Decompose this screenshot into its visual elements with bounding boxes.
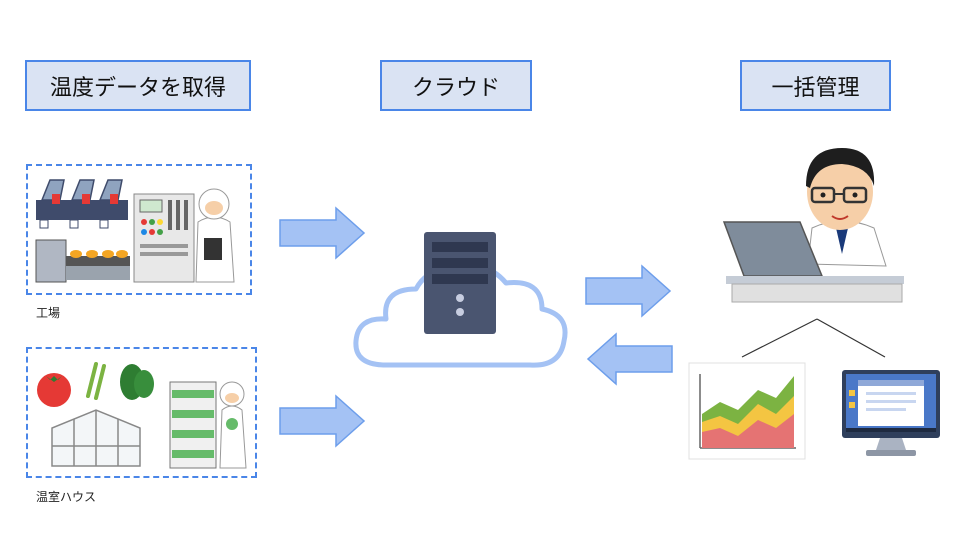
greenhouse-box bbox=[26, 347, 257, 478]
greenhouse-worker-icon bbox=[219, 381, 247, 469]
worker-icon bbox=[195, 188, 235, 283]
arrow-greenhouse-to-cloud bbox=[279, 394, 366, 448]
tomato-icon bbox=[37, 373, 71, 407]
administrator-illustration bbox=[722, 148, 904, 303]
server-icon bbox=[424, 232, 496, 334]
asparagus-icon bbox=[86, 362, 106, 400]
factory-label: 工場 bbox=[36, 306, 61, 320]
arrow-factory-to-cloud bbox=[279, 206, 366, 260]
header-manage-label: 一括管理 bbox=[771, 75, 860, 101]
greenhouse-illustration bbox=[37, 362, 247, 469]
factory-illustration bbox=[35, 179, 235, 283]
header-cloud: クラウド bbox=[380, 60, 532, 111]
header-cloud-label: クラウド bbox=[411, 75, 500, 101]
factory-robot-icon bbox=[36, 179, 128, 229]
header-centralized-management: 一括管理 bbox=[740, 60, 891, 111]
greenhouse-label: 温室ハウス bbox=[36, 490, 97, 504]
header-acquire-temperature: 温度データを取得 bbox=[25, 60, 251, 111]
arrow-cloud-to-management bbox=[585, 264, 672, 318]
administrator-icon bbox=[806, 148, 887, 267]
area-chart-icon bbox=[688, 362, 806, 460]
monitor-icon bbox=[842, 370, 940, 456]
header-acquire-label: 温度データを取得 bbox=[49, 75, 226, 101]
arrow-management-to-cloud bbox=[586, 332, 673, 386]
hydroponic-rack-icon bbox=[169, 381, 217, 469]
spinach-icon bbox=[120, 364, 154, 400]
connector-lines bbox=[741, 318, 886, 358]
laptop-icon bbox=[722, 221, 904, 284]
factory-box bbox=[26, 164, 252, 295]
greenhouse-icon bbox=[51, 409, 141, 467]
